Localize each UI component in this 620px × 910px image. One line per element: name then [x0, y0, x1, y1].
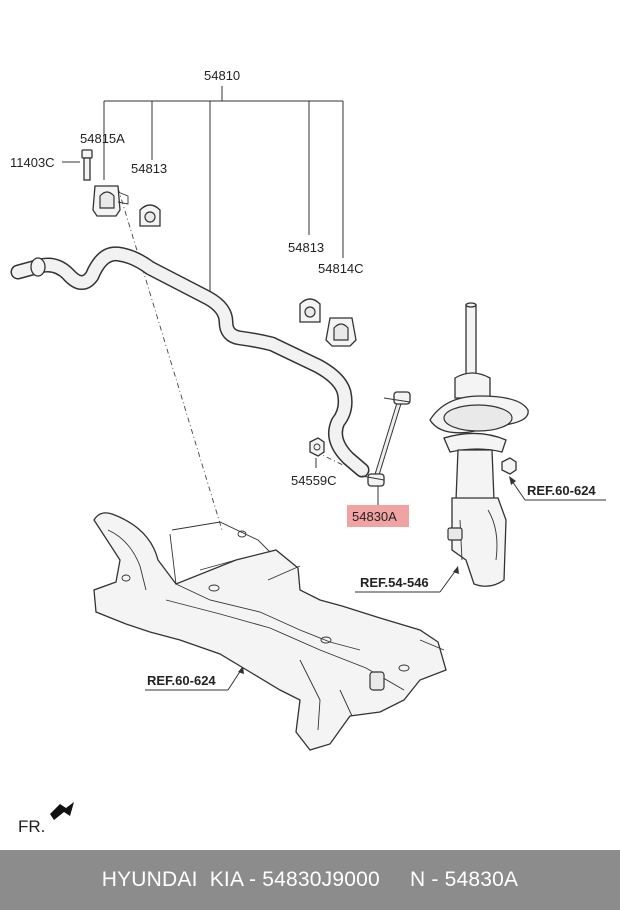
nut-54559C	[309, 437, 325, 468]
label-54814C: 54814C	[318, 261, 364, 276]
stabilizer-link-54830A	[361, 391, 411, 487]
assembly-leader	[103, 86, 344, 305]
label-ref-top-right: REF.60-624	[527, 483, 596, 498]
bracket-54815A	[92, 185, 129, 217]
label-front: FR.	[18, 817, 45, 836]
front-arrow-icon	[50, 802, 74, 820]
subframe	[93, 512, 447, 751]
label-54813-left: 54813	[131, 161, 167, 176]
parts-diagram: 54810 54815A 11403C 54813 54813 54814C 5…	[10, 68, 606, 836]
bolt-11403C	[62, 149, 93, 181]
label-54813-right: 54813	[288, 240, 324, 255]
highlight-54830A: 54830A	[347, 505, 409, 527]
front-indicator: FR.	[18, 802, 74, 836]
label-54830A: 54830A	[352, 509, 397, 524]
label-ref-subframe: REF.60-624	[147, 673, 216, 688]
label-11403C: 11403C	[10, 155, 55, 170]
strut-assembly	[429, 302, 529, 587]
bracket-54814C	[325, 317, 357, 347]
footer-bar: HYUNDAI KIA - 54830J9000 N - 54830A	[0, 850, 620, 910]
label-54815A: 54815A	[80, 131, 125, 146]
label-54559C: 54559C	[291, 473, 337, 488]
label-ref-strut: REF.54-546	[360, 575, 429, 590]
bushing-54813-right	[299, 298, 321, 323]
stabilizer-bar	[10, 246, 370, 478]
label-54810: 54810	[204, 68, 240, 83]
footer-part-number: HYUNDAI KIA - 54830J9000 N - 54830A	[101, 868, 519, 891]
bushing-54813-left	[139, 204, 161, 227]
